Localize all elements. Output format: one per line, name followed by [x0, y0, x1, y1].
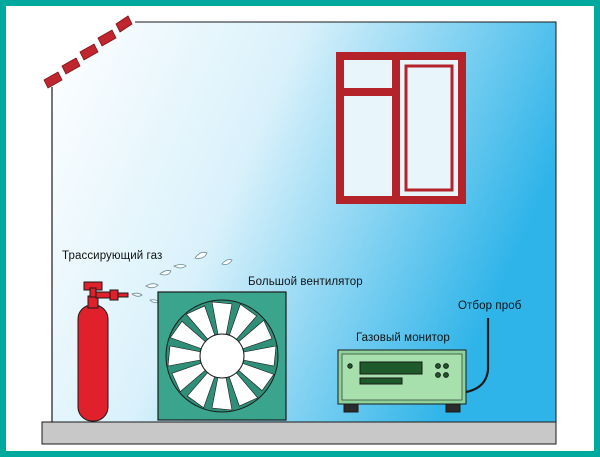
floor: [41, 421, 557, 445]
gas-monitor-label: Газовый монитор: [356, 332, 450, 344]
sampling-label: Отбор проб: [458, 300, 522, 312]
window-icon: [336, 52, 466, 204]
roof-tiles-icon: [43, 15, 133, 89]
fan-icon: [157, 291, 287, 421]
large-fan-label: Большой вентилятор: [248, 276, 363, 288]
building-wall: [52, 22, 556, 422]
gas-puff-icon: [131, 251, 233, 304]
gas-monitor-icon: [337, 349, 467, 413]
wall-top-right-edge: [135, 21, 557, 422]
gas-cylinder-icon: [77, 281, 129, 422]
sampling-tube-icon: [465, 318, 490, 394]
tracer-gas-label: Трассирующий газ: [62, 250, 163, 262]
